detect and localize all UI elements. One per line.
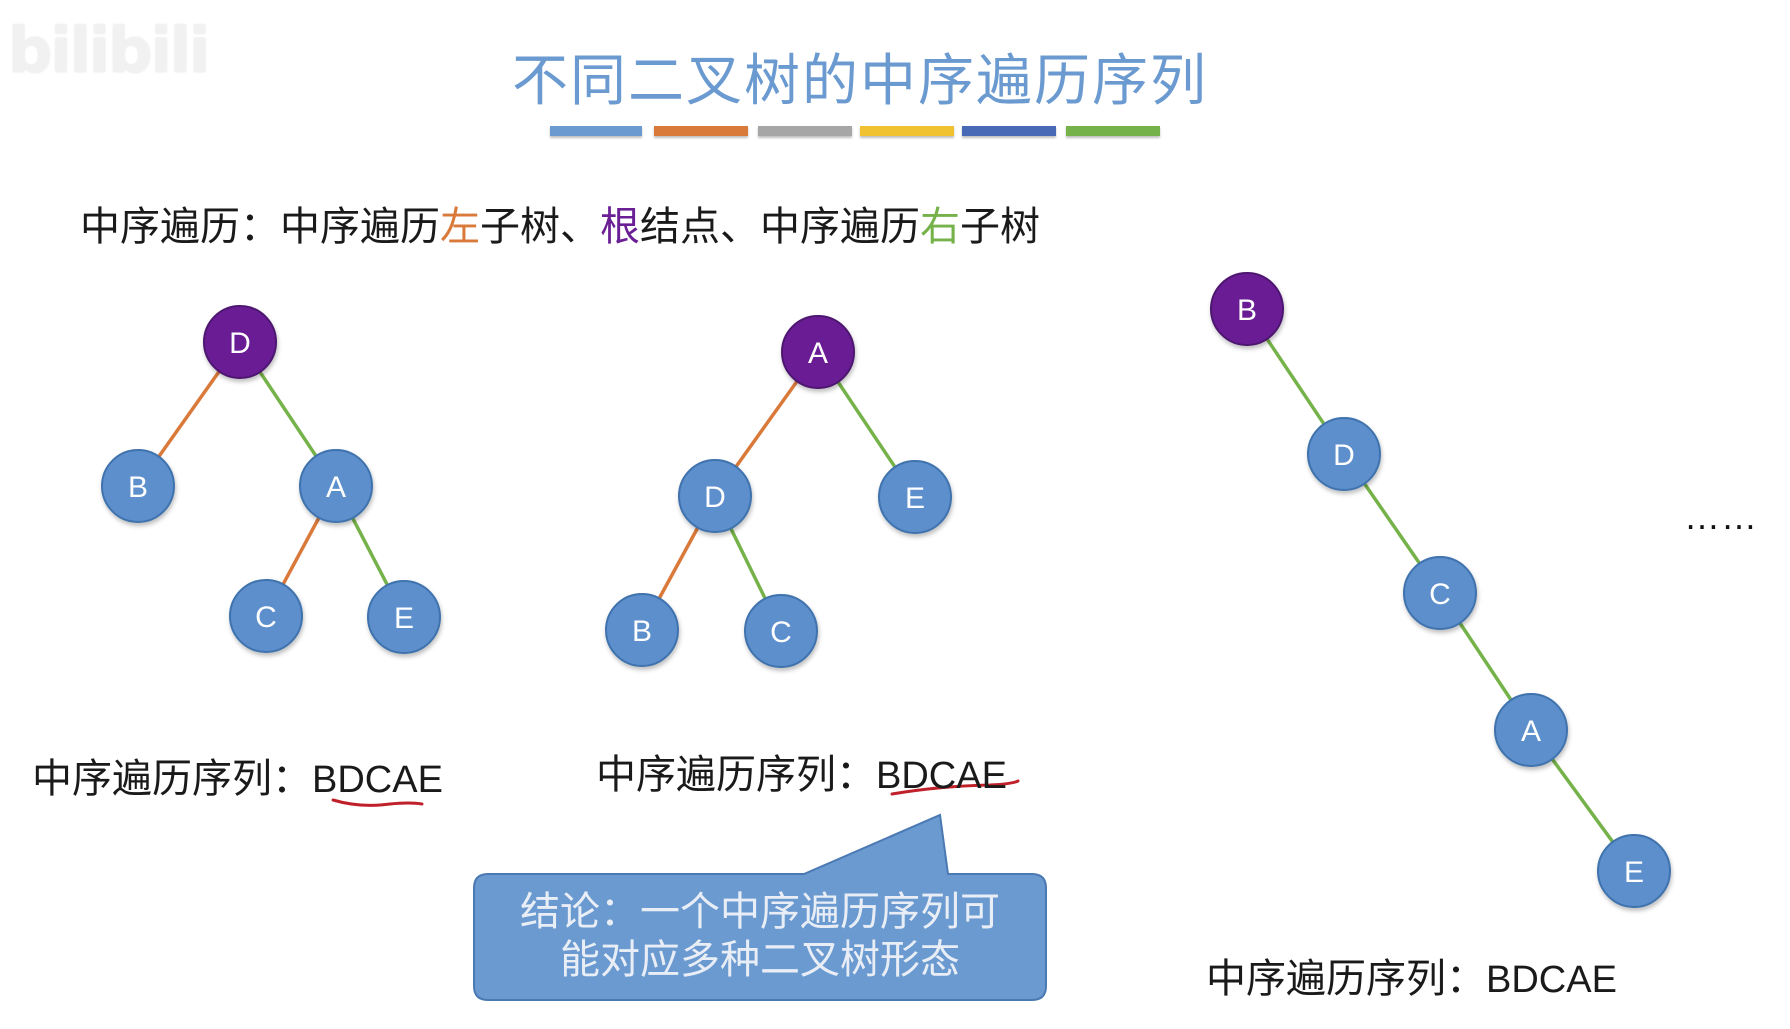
- tree2-node-B: B: [605, 593, 679, 667]
- definition-part-4: 子树: [960, 204, 1040, 250]
- tree1-node-B: B: [101, 449, 175, 523]
- tree1-sequence-caption: 中序遍历序列：BDCAE: [32, 746, 443, 804]
- tree2-sequence-underline: [890, 779, 1020, 796]
- tree3-edge-B-D: [1265, 337, 1326, 426]
- callout-line-1: 结论：一个中序遍历序列可: [520, 889, 1000, 935]
- definition-root: 根: [600, 204, 640, 250]
- tree2-node-E: E: [878, 460, 952, 534]
- tree3-edge-C-A: [1458, 622, 1513, 701]
- definition-left: 左: [440, 204, 480, 250]
- tree3-node-B-label: B: [1237, 294, 1257, 327]
- conclusion-callout-text: 结论：一个中序遍历序列可 能对应多种二叉树形态: [470, 888, 1050, 984]
- tree3-node-C-circle: [1403, 556, 1477, 630]
- tree3-node-B-circle: [1210, 272, 1284, 346]
- tree3-node-E: E: [1597, 834, 1671, 908]
- tree3-sequence-caption: 中序遍历序列：BDCAE: [1206, 946, 1617, 1004]
- tree2-node-E-circle: [878, 460, 952, 534]
- tree2-node-A: A: [781, 315, 855, 389]
- tree2-node-E-label: E: [905, 482, 925, 515]
- tree1-edge-A-E: [351, 517, 389, 586]
- tree3-node-C-label: C: [1429, 578, 1451, 611]
- tree1-sequence-label: 中序遍历序列：: [32, 756, 312, 802]
- tree1-sequence-underline: [331, 798, 424, 807]
- tree2-node-D-label: D: [704, 481, 726, 514]
- tree2-sequence-value: BDCAE: [876, 755, 1007, 797]
- tree2-sequence-label: 中序遍历序列：: [596, 752, 876, 798]
- definition-part-1: 中序遍历：中序遍历: [80, 204, 440, 250]
- underline-layer: [331, 779, 1020, 807]
- tree1-node-D-label: D: [229, 327, 251, 360]
- tree1-node-E: E: [367, 580, 441, 654]
- tree3-node-A-label: A: [1521, 715, 1541, 748]
- tree1-node-A: A: [299, 449, 373, 523]
- tree3-edge-D-C: [1363, 482, 1421, 565]
- edges-layer: [157, 337, 1615, 843]
- tree3-node-B: B: [1210, 272, 1284, 346]
- tree3-edge-A-E: [1550, 758, 1615, 843]
- slide-title: 不同二叉树的中序遍历序列: [512, 49, 1208, 114]
- tree3-node-A: A: [1494, 693, 1568, 767]
- tree3-node-A-circle: [1494, 693, 1568, 767]
- tree3-node-D-label: D: [1333, 439, 1355, 472]
- tree1-node-B-label: B: [128, 471, 148, 504]
- tree1-node-C-label: C: [255, 601, 277, 634]
- definition-part-3: 结点、中序遍历: [640, 204, 920, 250]
- tree1-node-A-label: A: [326, 471, 346, 504]
- definition-right: 右: [920, 204, 960, 250]
- tree2-node-B-label: B: [632, 615, 652, 648]
- callout-line-2: 能对应多种二叉树形态: [560, 937, 960, 983]
- tree1-edge-D-B: [157, 370, 221, 458]
- tree1-node-C-circle: [229, 579, 303, 653]
- tree3-node-D-circle: [1307, 417, 1381, 491]
- tree1-node-D: D: [203, 305, 277, 379]
- tree3-sequence-value: BDCAE: [1486, 959, 1617, 1001]
- color-bar-6: [1066, 126, 1160, 136]
- tree2-node-B-circle: [605, 593, 679, 667]
- tree1-edge-D-A: [258, 370, 318, 458]
- callout-layer: [473, 813, 1047, 1001]
- color-bar-5: [962, 126, 1056, 136]
- color-bar-3: [758, 126, 852, 136]
- tree2-node-D-circle: [678, 459, 752, 533]
- tree3-node-E-label: E: [1624, 856, 1644, 889]
- conclusion-callout-bubble: [473, 813, 1047, 1001]
- color-bar-4: [860, 126, 954, 136]
- tree2-edge-D-C: [729, 527, 767, 600]
- tree1-node-E-circle: [367, 580, 441, 654]
- tree2-node-C-circle: [744, 594, 818, 668]
- tree1-node-D-circle: [203, 305, 277, 379]
- tree2-node-A-label: A: [808, 337, 828, 370]
- tree3-sequence-label: 中序遍历序列：: [1206, 956, 1486, 1002]
- color-bar-2: [654, 126, 748, 136]
- tree2-node-C: C: [744, 594, 818, 668]
- bilibili-watermark-logo: bilibili: [8, 14, 210, 87]
- tree2-sequence-caption: 中序遍历序列：BDCAE: [596, 742, 1007, 800]
- tree2-node-C-label: C: [770, 616, 792, 649]
- tree1-sequence-value: BDCAE: [312, 759, 443, 801]
- more-trees-ellipsis: ……: [1684, 496, 1758, 537]
- tree1-node-E-label: E: [394, 602, 414, 635]
- inorder-definition: 中序遍历：中序遍历左子树、根结点、中序遍历右子树: [80, 194, 1040, 252]
- tree2-edge-A-D: [734, 380, 799, 468]
- tree1-node-B-circle: [101, 449, 175, 523]
- tree2-edge-D-B: [657, 526, 700, 600]
- tree3-node-C: C: [1403, 556, 1477, 630]
- tree2-node-A-circle: [781, 315, 855, 389]
- tree1-node-C: C: [229, 579, 303, 653]
- tree2-node-D: D: [678, 459, 752, 533]
- definition-part-2: 子树、: [480, 204, 600, 250]
- color-bar-1: [550, 126, 642, 136]
- tree1-edge-A-C: [281, 516, 321, 586]
- tree2-edge-A-E: [836, 380, 897, 469]
- tree1-node-A-circle: [299, 449, 373, 523]
- tree3-node-E-circle: [1597, 834, 1671, 908]
- tree3-node-D: D: [1307, 417, 1381, 491]
